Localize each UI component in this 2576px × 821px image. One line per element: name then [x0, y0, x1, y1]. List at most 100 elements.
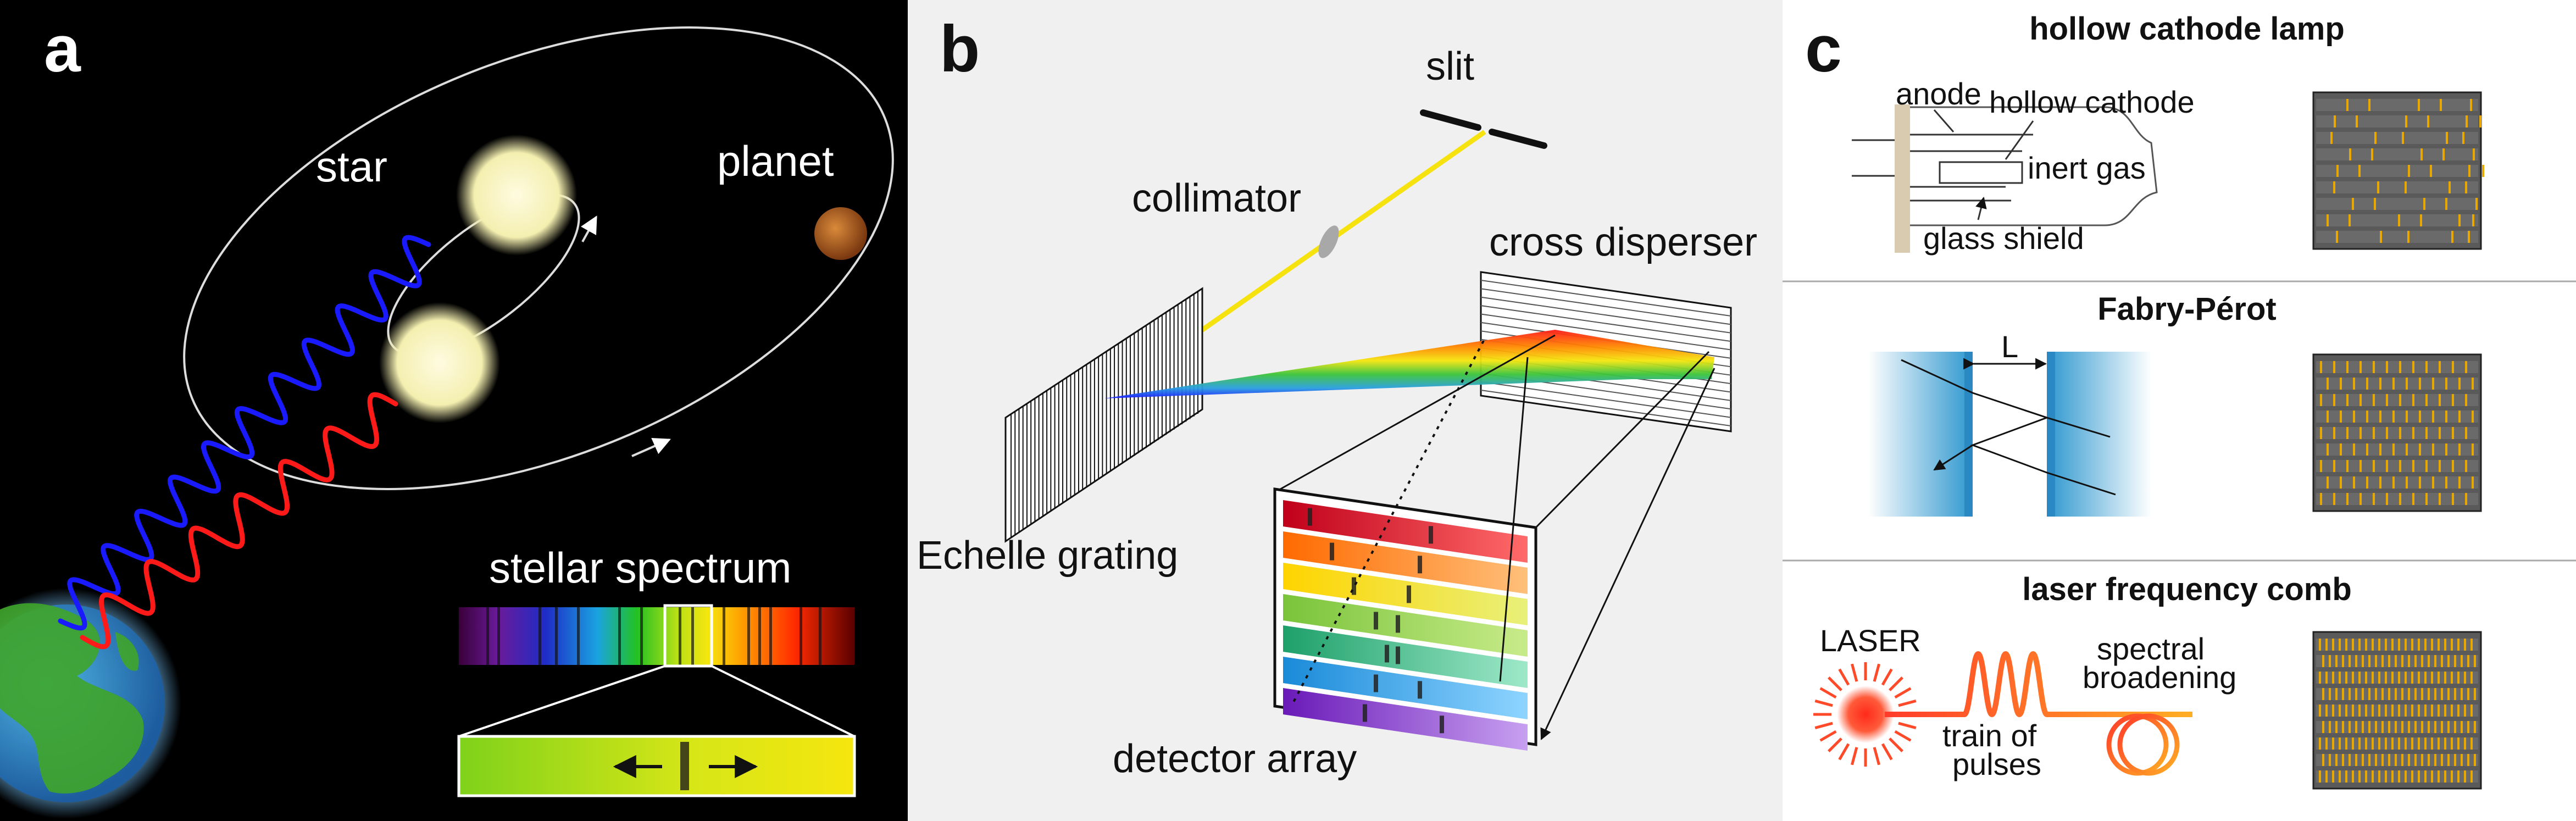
- fpDet-line-5-9: [2445, 443, 2447, 456]
- fpDet-line-6-5: [2386, 460, 2388, 472]
- lfcDet-line-7-16: [2428, 754, 2430, 766]
- lfcDet-line-1-23: [2474, 655, 2476, 667]
- lfcDet-line-0-23: [2470, 639, 2473, 651]
- lfcDet-line-2-15: [2418, 672, 2420, 684]
- lfcDet-line-1-12: [2401, 655, 2403, 667]
- lfcDet-line-0-12: [2398, 639, 2400, 651]
- fpDet-line-0-11: [2465, 361, 2467, 373]
- spectrum-line-13: [800, 607, 802, 665]
- lfcDet-line-0-2: [2332, 639, 2334, 651]
- lfcDet-line-2-23: [2470, 672, 2473, 684]
- fpDet-line-8-2: [2346, 493, 2349, 505]
- spectrum-line-14: [819, 607, 821, 665]
- lfcDet-line-0-21: [2457, 639, 2460, 651]
- hclDet-line-1-2: [2405, 115, 2407, 127]
- lfcDet-line-3-18: [2441, 688, 2443, 700]
- hclDet-line-3-4: [2473, 148, 2475, 160]
- lfcDet-line-3-16: [2428, 688, 2430, 700]
- lfcDet-line-3-14: [2414, 688, 2417, 700]
- hclDet-line-1-0: [2334, 115, 2336, 127]
- slit: [1420, 109, 1547, 149]
- fpDet-line-7-5: [2392, 476, 2395, 489]
- fpDet-line-3-9: [2445, 410, 2447, 423]
- fpDet-row-1: [2316, 378, 2478, 390]
- fpDet-line-2-8: [2425, 394, 2428, 406]
- lfcDet-line-3-1: [2329, 688, 2331, 700]
- lfcDet-line-4-7: [2365, 704, 2367, 717]
- spectral-label-1: spectral: [2097, 631, 2205, 666]
- fp-spacing-label: L: [2001, 329, 2018, 364]
- hclDet-row-5: [2316, 181, 2478, 193]
- fp-rays: [1901, 359, 2116, 496]
- fpDet-line-8-1: [2333, 493, 2335, 505]
- lfcDet-line-6-2: [2332, 737, 2334, 750]
- lfcDet-line-7-13: [2408, 754, 2410, 766]
- lfcDet-line-3-0: [2322, 688, 2324, 700]
- lfcDet-line-4-9: [2378, 704, 2380, 717]
- lfcDet-line-1-22: [2467, 655, 2469, 667]
- fpDet-line-7-3: [2366, 476, 2368, 489]
- lfcDet-line-4-0: [2319, 704, 2321, 717]
- laser-ray-2: [1894, 730, 1912, 742]
- lfcDet-line-2-9: [2378, 672, 2380, 684]
- lfcDet-line-8-16: [2424, 770, 2427, 783]
- lfcDet-line-3-11: [2395, 688, 2397, 700]
- lfcDet-line-1-14: [2414, 655, 2417, 667]
- lfcDet-line-6-10: [2385, 737, 2387, 750]
- detector-order-5: [1283, 657, 1528, 719]
- fpDet-line-2-6: [2399, 394, 2401, 406]
- fpDet-line-1-8: [2432, 378, 2434, 390]
- lfcDet-line-7-12: [2401, 754, 2403, 766]
- hclDet-line-2-0: [2330, 132, 2333, 144]
- detector-line-3-0: [1374, 612, 1378, 630]
- orbit-arrow: [631, 437, 671, 457]
- lfcDet-line-6-23: [2470, 737, 2473, 750]
- spectrum-line-11: [758, 607, 761, 665]
- fpDet-line-6-8: [2425, 460, 2428, 472]
- panel-c-letter: c: [1805, 12, 1842, 86]
- lfcDet-line-6-17: [2431, 737, 2433, 750]
- fpDet-line-1-3: [2366, 378, 2368, 390]
- train-label-1: train of: [1942, 718, 2037, 753]
- fpDet-line-4-3: [2360, 427, 2362, 439]
- lfcDet-line-4-8: [2372, 704, 2374, 717]
- hclDet-line-7-2: [2398, 214, 2400, 226]
- lfcDet-line-2-16: [2424, 672, 2427, 684]
- slit-label: slit: [1426, 45, 1474, 88]
- hclDet-line-7-4: [2458, 214, 2461, 226]
- lfcDet-line-3-2: [2335, 688, 2338, 700]
- lfcDet-line-1-7: [2368, 655, 2370, 667]
- laser-ray-7: [1850, 747, 1858, 765]
- detector-line-2-0: [1352, 577, 1356, 595]
- lfcDet-line-0-18: [2438, 639, 2440, 651]
- lfcDet-line-7-22: [2467, 754, 2469, 766]
- lfcDet-line-1-10: [2388, 655, 2390, 667]
- lfcDet-line-2-12: [2398, 672, 2400, 684]
- detector-line-5-0: [1418, 681, 1422, 699]
- lfcDet-line-0-14: [2411, 639, 2413, 651]
- fpDet-line-5-7: [2419, 443, 2421, 456]
- spectrum-line-5: [618, 607, 621, 665]
- fpDet-line-0-3: [2360, 361, 2362, 373]
- hclDet-line-2-4: [2462, 132, 2464, 144]
- fpDet-line-2-5: [2386, 394, 2388, 406]
- lfcDet-line-8-19: [2444, 770, 2446, 783]
- fpDet-line-7-10: [2458, 476, 2461, 489]
- laser-source: [1837, 686, 1894, 743]
- fp-title: Fabry-Pérot: [2097, 291, 2277, 327]
- laser-ray-10: [1819, 730, 1837, 742]
- lfcDet-line-2-14: [2411, 672, 2413, 684]
- lfcDet-line-2-0: [2319, 672, 2321, 684]
- fpDet-line-1-2: [2353, 378, 2355, 390]
- fpDet-row-2: [2316, 394, 2478, 406]
- detector-label: detector array: [1113, 737, 1357, 781]
- panel-a: a star planet stellar spectrum: [0, 0, 908, 821]
- lfcDet-line-4-16: [2424, 704, 2427, 717]
- fpDet-line-3-5: [2392, 410, 2395, 423]
- hcl-shield-label: glass shield: [1923, 221, 2084, 256]
- lfcDet-line-5-13: [2408, 721, 2410, 733]
- lfcDet-line-2-1: [2325, 672, 2328, 684]
- lfcDet-line-1-9: [2381, 655, 2384, 667]
- lfcDet-line-7-0: [2322, 754, 2324, 766]
